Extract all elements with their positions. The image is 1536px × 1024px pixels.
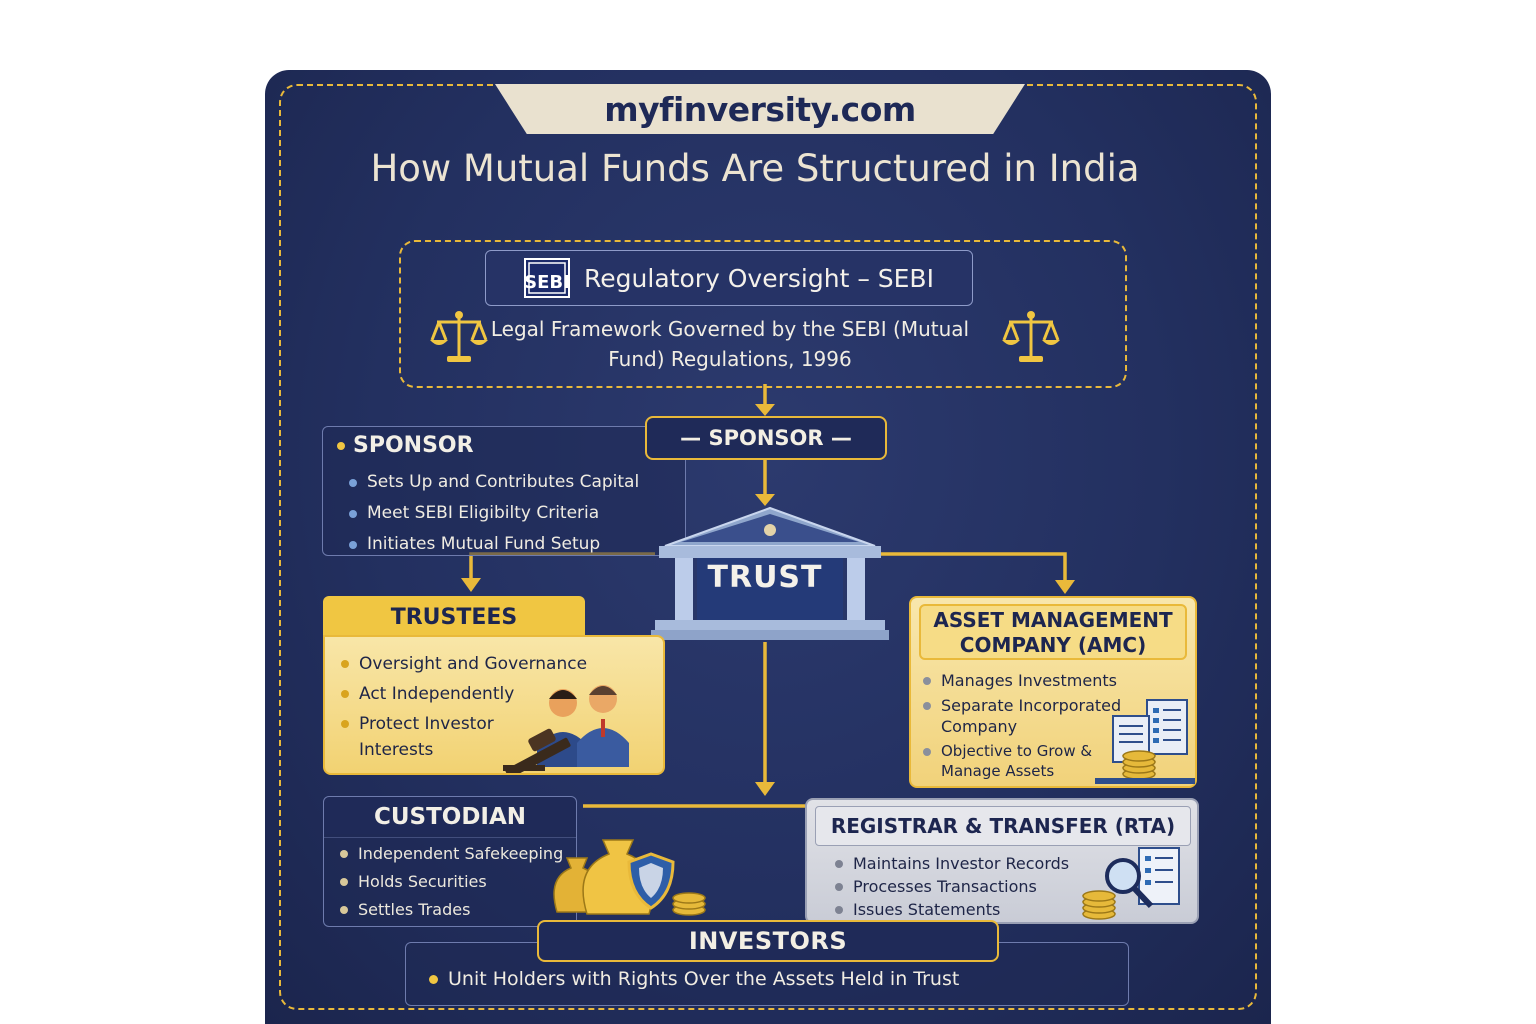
scales-of-justice-icon [430, 311, 488, 362]
records-magnifier-icon [1082, 847, 1180, 920]
list-item: Separate Incorporated Company [923, 695, 1127, 737]
trust-label: TRUST [707, 560, 823, 595]
list-item: Protect Investor Interests [341, 711, 519, 763]
investors-heading: INVESTORS [537, 920, 999, 962]
list-item: Act Independently [341, 681, 541, 707]
list-item: Sets Up and Contributes Capital [349, 471, 639, 502]
trustees-heading: TRUSTEES [323, 596, 585, 638]
rta-heading: REGISTRAR & TRANSFER (RTA) [815, 806, 1191, 846]
bullet-dot [429, 975, 438, 984]
investors-description: Unit Holders with Rights Over the Assets… [429, 968, 959, 990]
trustees-panel: Oversight and Governance Act Independent… [323, 635, 665, 775]
list-item: Manages Investments [923, 670, 1127, 691]
arrow-trust-to-amc [875, 552, 1067, 582]
regulatory-header: SEBI Regulatory Oversight – SEBI [485, 250, 973, 306]
list-item: Settles Trades [340, 896, 563, 924]
money-bags-shield-icon [553, 839, 706, 916]
arrowhead [461, 578, 481, 592]
sponsor-heading: SPONSOR [337, 433, 474, 458]
infographic-board: myfinversity.com How Mutual Funds Are St… [265, 70, 1271, 1024]
list-item: Processes Transactions [835, 875, 1069, 898]
sponsor-panel: SPONSOR Sets Up and Contributes Capital … [322, 426, 686, 556]
regulatory-box [399, 240, 1127, 388]
list-item: Objective to Grow & Manage Assets [923, 741, 1101, 781]
list-item: Initiates Mutual Fund Setup [349, 533, 639, 564]
list-item: Oversight and Governance [341, 651, 619, 677]
scales-of-justice-icon [1002, 311, 1060, 362]
amc-heading: ASSET MANAGEMENT COMPANY (AMC) [919, 604, 1187, 660]
custodian-panel: Independent Safekeeping Holds Securities… [323, 834, 577, 927]
amc-list: Manages Investments Separate Incorporate… [923, 670, 1127, 785]
arrowhead [755, 404, 775, 416]
bullet-dot [337, 442, 345, 450]
list-item: Issues Statements [835, 898, 1069, 921]
arrowhead [755, 494, 775, 506]
page-title: How Mutual Funds Are Structured in India [370, 147, 1140, 190]
svg-text:SEBI: SEBI [524, 272, 570, 293]
rta-panel: REGISTRAR & TRANSFER (RTA) Maintains Inv… [805, 798, 1199, 924]
custodian-list: Independent Safekeeping Holds Securities… [340, 840, 563, 924]
list-item: Independent Safekeeping [340, 840, 563, 868]
site-banner: myfinversity.com [495, 84, 1025, 134]
regulatory-heading: Regulatory Oversight – SEBI [584, 263, 934, 293]
list-item: Meet SEBI Eligibilty Criteria [349, 502, 639, 533]
rta-list: Maintains Investor Records Processes Tra… [835, 852, 1069, 921]
amc-panel: ASSET MANAGEMENT COMPANY (AMC) Manages I… [909, 596, 1197, 788]
sponsor-node: — SPONSOR — [645, 416, 887, 460]
site-name: myfinversity.com [604, 89, 916, 129]
sponsor-list: Sets Up and Contributes Capital Meet SEB… [349, 471, 639, 564]
trustees-list: Oversight and Governance Act Independent… [341, 651, 587, 767]
list-item: Maintains Investor Records [835, 852, 1069, 875]
trustees-people-icon [503, 685, 629, 773]
regulatory-subtext: Legal Framework Governed by the SEBI (Mu… [490, 317, 970, 371]
trust-building-icon [651, 506, 889, 640]
arrowhead [1055, 580, 1075, 594]
sebi-logo-icon: SEBI [524, 258, 571, 298]
list-item: Holds Securities [340, 868, 563, 896]
documents-coins-icon [1095, 699, 1195, 784]
arrowhead [755, 782, 775, 796]
custodian-heading: CUSTODIAN [323, 796, 577, 838]
